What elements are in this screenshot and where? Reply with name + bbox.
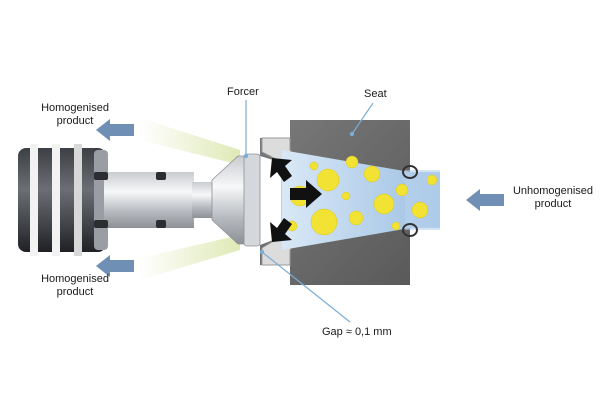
seat-callout-dot	[349, 131, 355, 137]
homogenised-top-label: Homogenised product	[40, 102, 110, 128]
forcer-shaft	[104, 172, 194, 228]
homogenised-top-line2: product	[56, 115, 94, 127]
shaft-clip-bottom	[94, 220, 108, 228]
forcer-callout-dot	[243, 153, 249, 159]
homogenised-bottom-line2: product	[56, 286, 94, 298]
o-ring-bottom	[402, 223, 418, 237]
forcer-neck	[192, 182, 214, 218]
spray-top	[140, 118, 240, 165]
shaft-clip-top	[94, 172, 108, 180]
homogenised-bottom-line1: Homogenised	[41, 273, 109, 285]
forcer-disc-stack	[18, 144, 108, 256]
callout-lines	[245, 100, 374, 323]
forcer-label: Forcer	[227, 86, 259, 98]
o-ring-top	[402, 165, 418, 179]
unhomogenised-label: Unhomogenised product	[508, 185, 598, 211]
forcer-face	[243, 153, 261, 247]
flow-arrow-icon	[96, 119, 504, 277]
shaft-clip-mid-bottom	[156, 220, 166, 228]
homogenised-bottom-label: Homogenised product	[40, 273, 110, 299]
gap-callout-dot	[259, 249, 265, 255]
gap-label: Gap ≈ 0,1 mm	[322, 326, 392, 338]
unhomogenised-line2: product	[534, 198, 572, 210]
unhomogenised-line1: Unhomogenised	[512, 185, 594, 197]
seat-label: Seat	[364, 88, 387, 100]
spray-bottom	[140, 235, 240, 280]
shaft-clip-mid-top	[156, 172, 166, 180]
pressure-arrow-icon	[270, 158, 322, 242]
homogenised-top-line1: Homogenised	[41, 102, 109, 114]
